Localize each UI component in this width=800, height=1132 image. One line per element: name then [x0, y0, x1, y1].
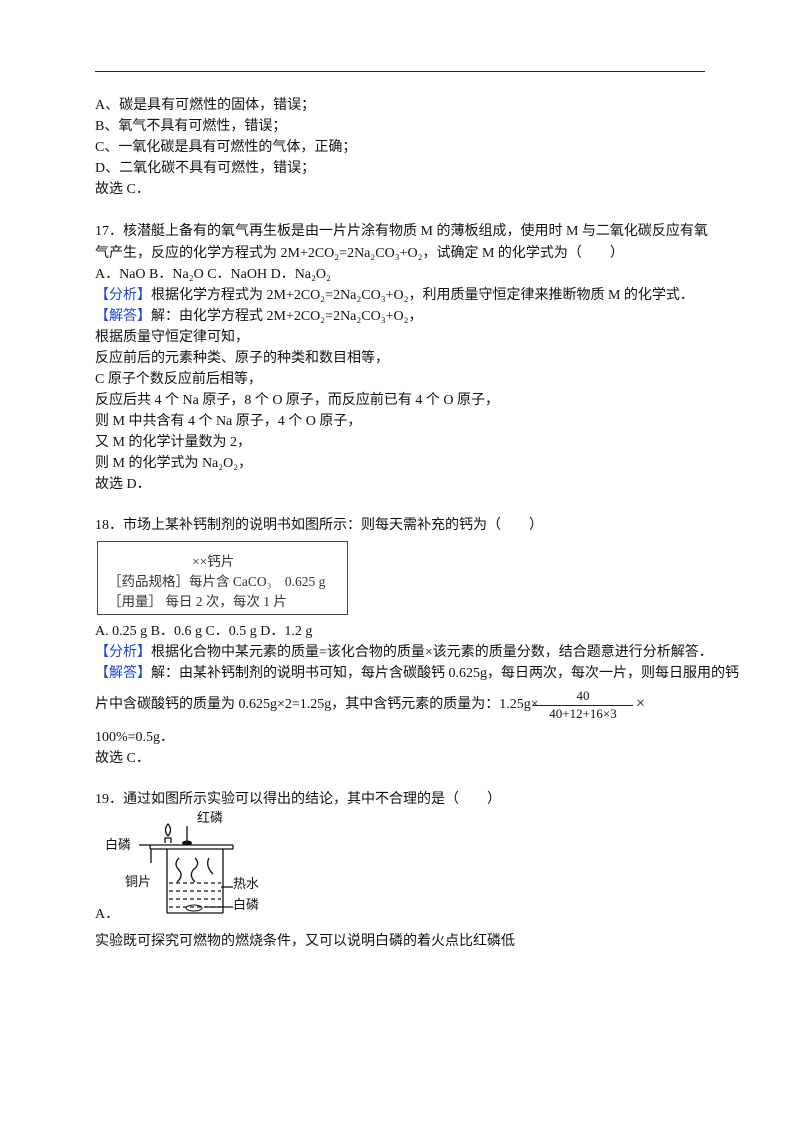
q16-line: D、二氧化碳不具有可燃性，错误；	[95, 161, 316, 176]
q16-line: 故选 C．	[95, 182, 150, 197]
label-dose: ［用量］ 每日 2 次，每次 1 片	[108, 594, 287, 609]
label-spec: ［药品规格］每片含 CaCO₃ 0.625 g	[108, 574, 326, 589]
label-white-phosphorus-bottom: 白磷	[233, 897, 259, 913]
q17-step: 则 M 的化学式为 Na₂O₂，	[95, 456, 253, 471]
q18-answer: 【解答】解：由某补钙制剂的说明书可知，每片含碳酸钙 0.625g，每日两次，每次…	[95, 665, 739, 683]
q17-answer: 【解答】解：由化学方程式 2M+2CO₂=2Na₂CO₃+O₂，	[95, 308, 423, 326]
fraction-numerator: 40	[533, 688, 633, 706]
experiment-figure: 红磷 白磷 铜片 热水 白磷	[105, 810, 259, 914]
q17-step: 则 M 中共含有 4 个 Na 原子，4 个 O 原子，	[95, 414, 362, 429]
q18-choice: 故选 C．	[95, 751, 150, 766]
analysis-text: 根据化合物中某元素的质量=该化合物的质量×该元素的质量分数，结合题意进行分析解答…	[151, 645, 713, 660]
analysis-tag: 【分析】	[95, 645, 151, 660]
q17-stem: 17．核潜艇上备有的氧气再生板是由一片片涂有物质 M 的薄板组成，使用时 M 与…	[95, 224, 708, 239]
q18-stem: 18．市场上某补钙制剂的说明书如图所示：则每天需补充的钙为（ ）	[95, 518, 543, 533]
white-phosphorus-icon	[185, 904, 203, 912]
q19-option-a: A．	[95, 907, 120, 922]
q16-line: C、一氧化碳是具有可燃性的气体，正确；	[95, 140, 357, 155]
q18-answer-line2: 片中含碳酸钙的质量为 0.625g×2=1.25g，其中含钙元素的质量为：1.2…	[95, 697, 539, 712]
q17-step: 故选 D．	[95, 477, 151, 492]
q17-step: 又 M 的化学计量数为 2，	[95, 435, 251, 450]
q19-stem: 19．通过如图所示实验可以得出的结论，其中不合理的是（ ）	[95, 792, 501, 807]
answer-text: 解：由化学方程式 2M+2CO₂=2Na₂CO₃+O₂，	[151, 309, 423, 324]
header-rule	[95, 71, 705, 72]
q18-analysis: 【分析】根据化合物中某元素的质量=该化合物的质量×该元素的质量分数，结合题意进行…	[95, 644, 713, 662]
q16-line: B、氧气不具有可燃性，错误；	[95, 119, 287, 134]
q17-step: C 原子个数反应前后相等，	[95, 372, 262, 387]
q17-stem: 气产生，反应的化学方程式为 2M+2CO₂=2Na₂CO₃+O₂，试确定 M 的…	[95, 246, 624, 261]
q19-option-a-text: 实验既可探究可燃物的燃烧条件，又可以说明白磷的着火点比红磷低	[95, 934, 515, 949]
q17-step: 反应前后的元素种类、原子的种类和数目相等，	[95, 351, 389, 366]
q16-line: A、碳是具有可燃性的固体，错误；	[95, 98, 316, 113]
label-copper-sheet: 铜片	[125, 875, 151, 890]
answer-tag: 【解答】	[95, 666, 151, 681]
times-sign: ×	[636, 695, 646, 712]
beaker-icon	[139, 822, 234, 914]
fraction: 40 40+12+16×3	[533, 688, 633, 722]
q17-step: 反应后共 4 个 Na 原子，8 个 O 原子，而反应前已有 4 个 O 原子，	[95, 393, 500, 408]
red-phosphorus-icon	[182, 840, 192, 846]
q17-options: A．NaO B．Na₂O C．NaOH D．Na₂O₂	[95, 267, 331, 282]
analysis-text: 根据化学方程式为 2M+2CO₂=2Na₂CO₃+O₂，利用质量守恒定律来推断物…	[151, 288, 694, 303]
medicine-label-box: ××钙片 ［药品规格］每片含 CaCO₃ 0.625 g ［用量］ 每日 2 次…	[97, 541, 348, 615]
analysis-tag: 【分析】	[95, 288, 151, 303]
q17-step: 根据质量守恒定律可知，	[95, 330, 249, 345]
label-red-phosphorus: 红磷	[197, 810, 223, 826]
label-white-phosphorus-top: 白磷	[105, 837, 131, 853]
fraction-denominator: 40+12+16×3	[549, 706, 617, 721]
answer-text: 解：由某补钙制剂的说明书可知，每片含碳酸钙 0.625g，每日两次，每次一片，则…	[151, 666, 739, 681]
label-hot-water: 热水	[233, 877, 259, 892]
q18-options: A. 0.25 g B．0.6 g C．0.5 g D．1.2 g	[95, 624, 313, 639]
q17-analysis: 【分析】根据化学方程式为 2M+2CO₂=2Na₂CO₃+O₂，利用质量守恒定律…	[95, 287, 694, 305]
answer-tag: 【解答】	[95, 309, 151, 324]
label-title: ××钙片	[192, 554, 235, 569]
q18-result: 100%=0.5g．	[95, 730, 175, 745]
